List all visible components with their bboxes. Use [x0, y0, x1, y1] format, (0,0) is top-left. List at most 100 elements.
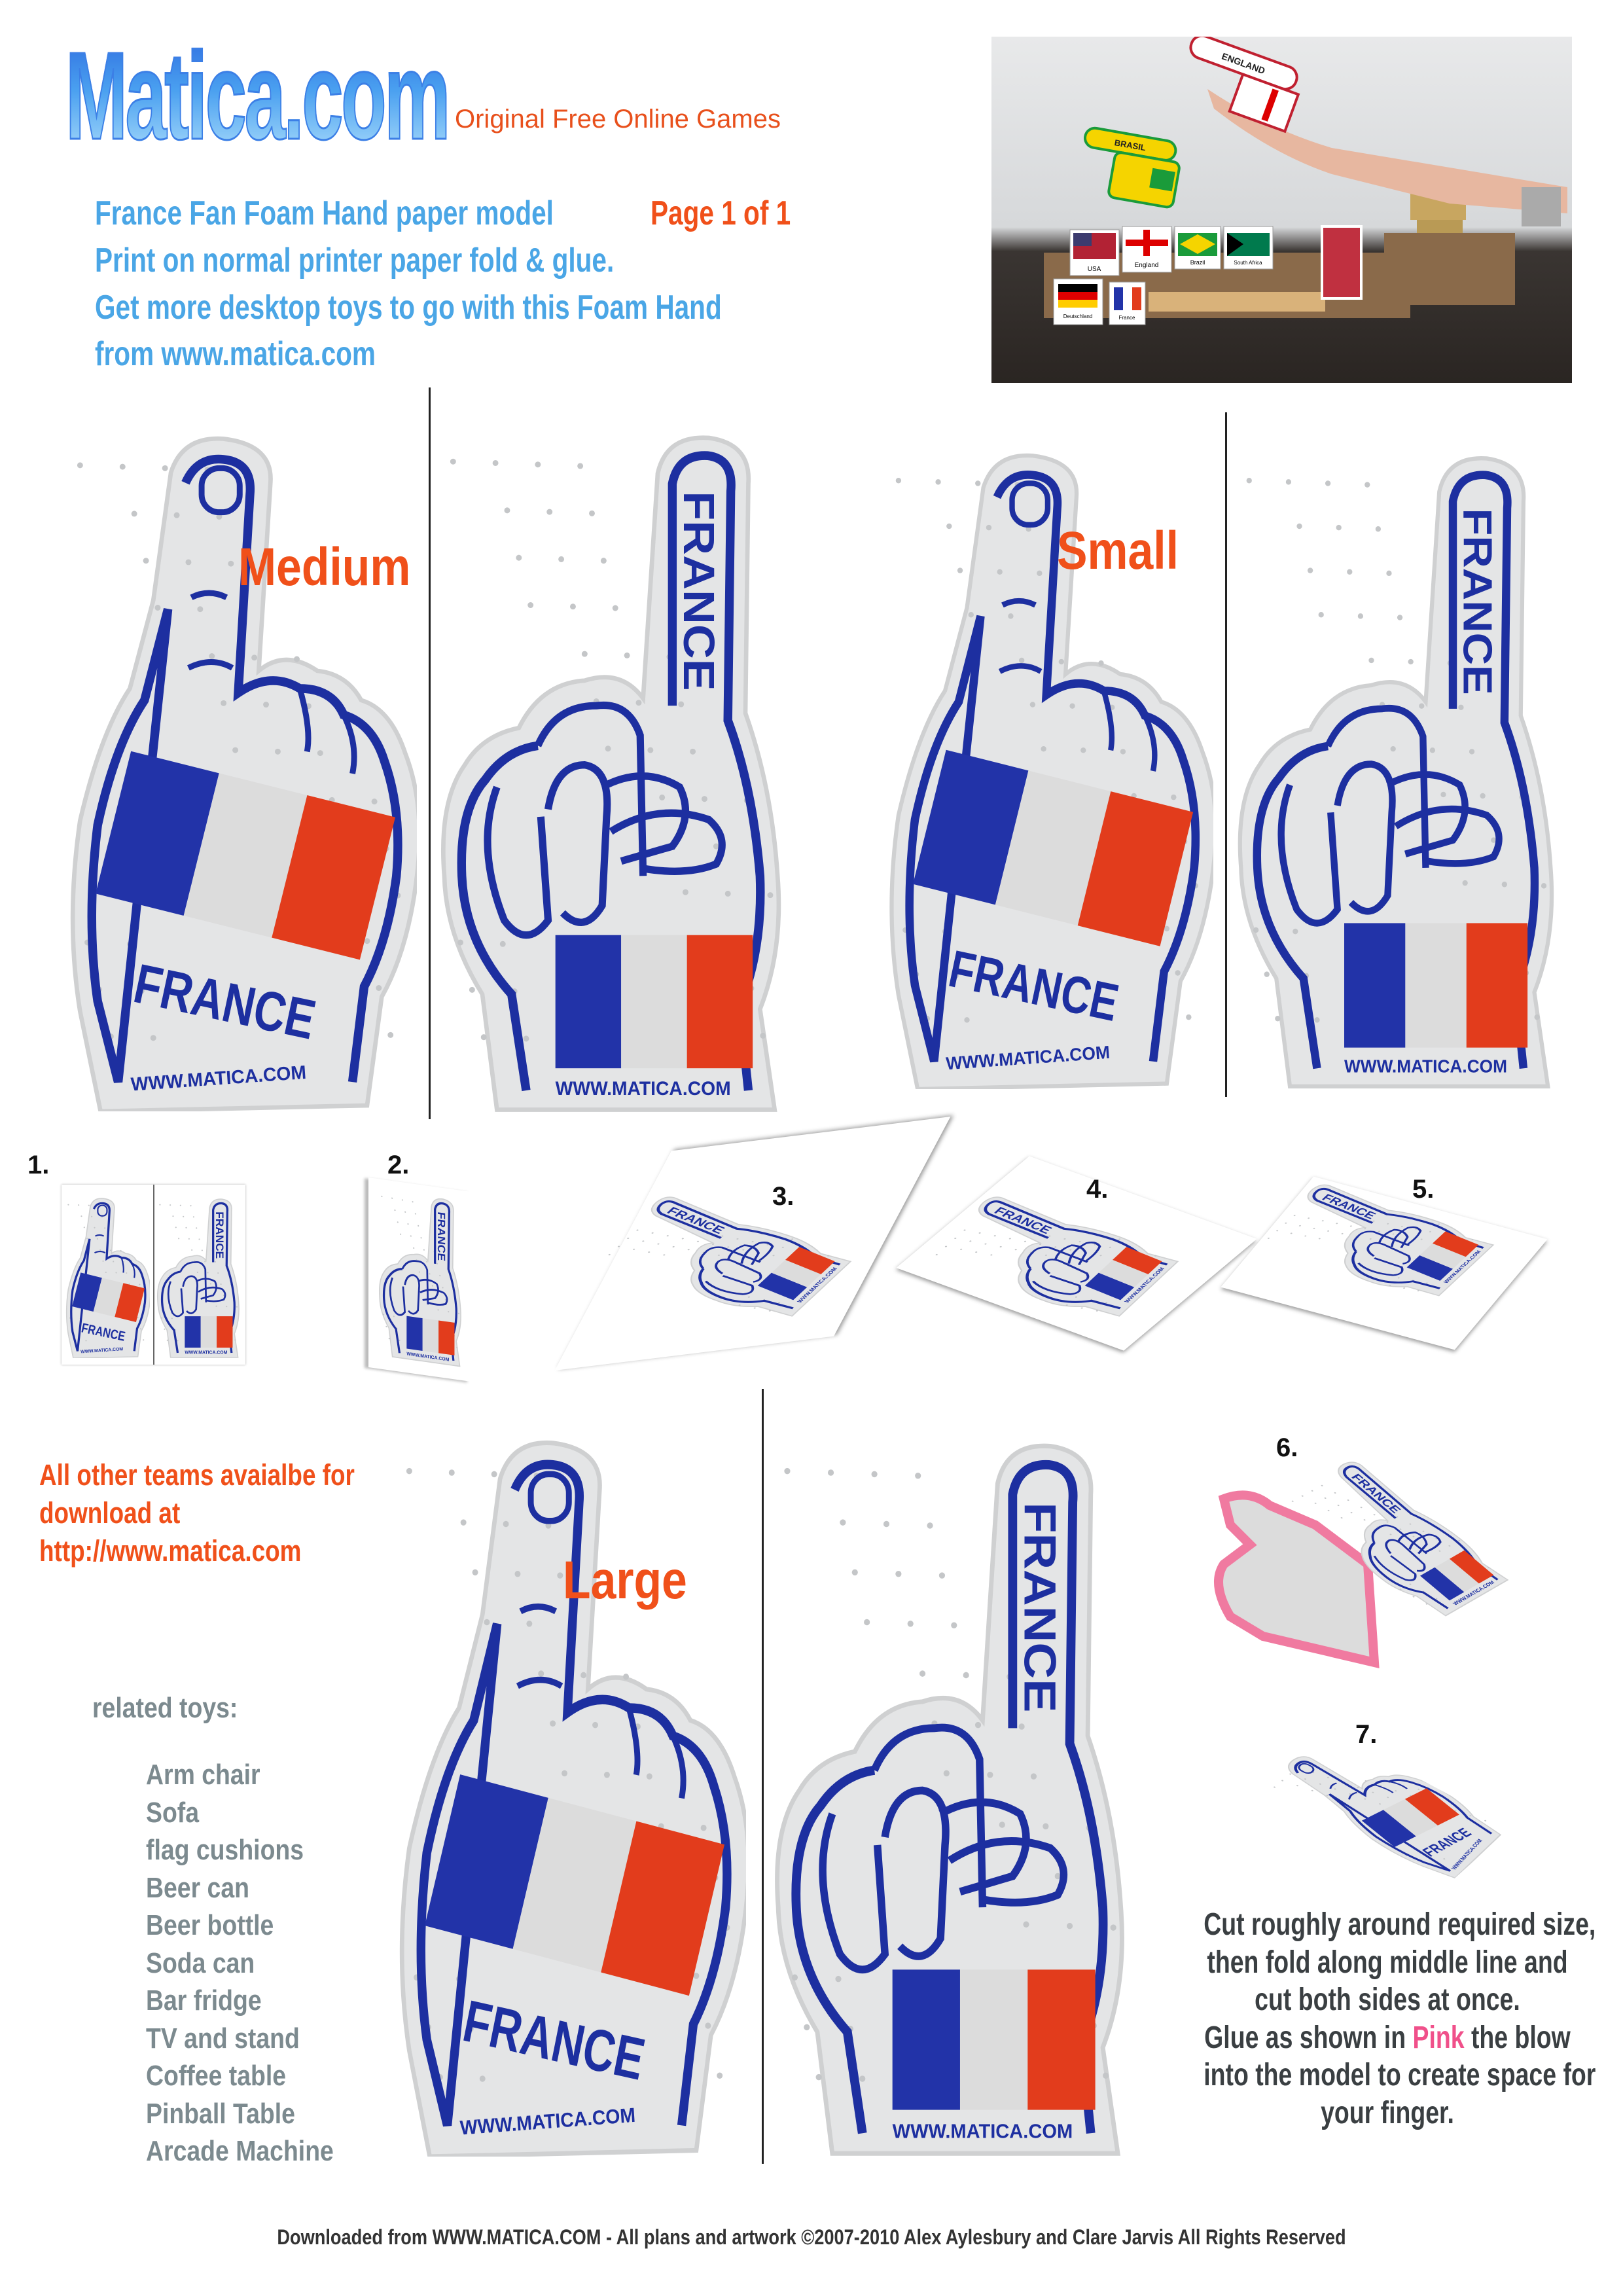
foam-speckle	[401, 1199, 403, 1201]
size-label-large: Large	[563, 1551, 687, 1610]
foam-speckle	[642, 1240, 645, 1242]
foam-speckle	[1334, 1788, 1336, 1790]
foam-speckle	[963, 1229, 966, 1231]
foam-speckle	[581, 651, 588, 657]
hand-team-name: FRANCE	[1015, 1502, 1066, 1712]
foam-speckle	[589, 510, 595, 516]
foam-speckle	[179, 1204, 181, 1206]
curled-fingers	[167, 1261, 217, 1318]
foam-speckle	[1425, 1603, 1428, 1605]
promo-link[interactable]: from www.matica.com	[95, 335, 376, 373]
small-hand-back: FRANCE WWW.MATICA.COM	[1236, 453, 1561, 1089]
foam-speckle	[429, 1273, 431, 1275]
hand-outline	[70, 1202, 147, 1352]
related-toy-item[interactable]: Arm chair	[146, 1759, 260, 1791]
foam-speckle	[1399, 1588, 1402, 1590]
step-7-number: 7.	[1355, 1720, 1378, 1749]
foam-speckle	[978, 1232, 981, 1234]
foam-speckle	[1409, 1523, 1412, 1525]
foam-speckle	[113, 1261, 115, 1263]
foam-speckle	[1337, 1504, 1340, 1507]
foam-speckle	[479, 2075, 486, 2082]
related-toy-item[interactable]: Beer can	[146, 1871, 250, 1904]
foam-speckle	[1412, 1535, 1415, 1537]
photo-label: USA	[1088, 266, 1101, 273]
foam-speckle	[1375, 526, 1382, 532]
foam-speckle	[1443, 1858, 1446, 1860]
flag-stripe-blue	[1361, 1810, 1416, 1848]
foam-speckle	[605, 745, 611, 752]
foam-hand-back-svg: FRANCE WWW.MATICA.COM	[935, 1196, 1179, 1317]
foam-speckle	[514, 1570, 521, 1577]
foam-speckle	[935, 1253, 938, 1255]
foam-speckle	[196, 1227, 198, 1229]
foam-speckle	[727, 1246, 730, 1248]
related-toy-item[interactable]: TV and stand	[146, 2022, 300, 2054]
foam-speckle	[1379, 1803, 1382, 1805]
foam-speckle	[88, 1204, 90, 1206]
foam-speckle	[1363, 1519, 1366, 1521]
foam-speckle	[217, 1272, 219, 1274]
download-link[interactable]: http://www.matica.com	[39, 1534, 302, 1568]
foam-speckle	[742, 1249, 745, 1251]
foam-speckle	[1023, 1921, 1029, 1928]
related-toy-item[interactable]: Sofa	[146, 1796, 200, 1829]
foam-speckle	[1171, 794, 1177, 800]
foam-speckle	[627, 1238, 630, 1240]
step-3-hand: FRANCE WWW.MATICA.COM	[598, 1185, 854, 1328]
knuckle-lines	[94, 1234, 106, 1254]
foam-speckle	[1314, 1502, 1317, 1504]
photo-scene: USA England Brazil South Africa Deutschl…	[1044, 37, 1567, 325]
related-toy-item[interactable]: Coffee table	[146, 2060, 287, 2092]
foam-speckle	[1458, 1539, 1461, 1541]
hand-url: WWW.MATICA.COM	[556, 1079, 731, 1100]
related-toy-item[interactable]: Bar fridge	[146, 1984, 262, 2017]
foam-speckle	[1281, 1780, 1284, 1782]
flag-stripe-blue	[555, 935, 622, 1069]
foam-speckle	[207, 1272, 209, 1274]
foam-speckle	[376, 985, 382, 992]
finger-lines	[296, 687, 357, 774]
foam-speckle	[426, 1261, 428, 1263]
curled-fingers	[484, 701, 689, 939]
step-1-hand-back: FRANCE WWW.MATICA.COM	[156, 1198, 241, 1358]
foam-speckle	[188, 1238, 190, 1240]
related-toy-item[interactable]: Pinball Table	[146, 2097, 295, 2130]
small-hand-front: FRANCE WWW.MATICA.COM	[885, 453, 1218, 1092]
related-toy-item[interactable]: Beer bottle	[146, 1909, 274, 1941]
foam-speckle	[1422, 1530, 1425, 1532]
hand-team-name: FRANCE	[435, 1211, 448, 1261]
foam-speckle	[1429, 1230, 1431, 1232]
step-1-fold-line	[153, 1185, 154, 1365]
foam-speckle	[236, 1306, 238, 1308]
related-toy-item[interactable]: Arcade Machine	[146, 2135, 334, 2167]
foam-speckle	[1307, 567, 1313, 573]
foam-speckle	[678, 701, 685, 708]
foam-speckle	[1327, 1509, 1330, 1511]
foam-speckle	[753, 1307, 756, 1309]
foam-speckle	[784, 1467, 791, 1475]
related-toy-item[interactable]: Soda can	[146, 1946, 255, 1979]
foam-speckle	[1069, 703, 1075, 709]
flag-stripe-red	[785, 1247, 835, 1274]
foam-speckle	[1387, 1797, 1389, 1799]
foam-body	[1287, 1756, 1502, 1879]
foam-speckle	[1069, 1249, 1072, 1251]
foam-speckle	[383, 1314, 385, 1316]
foam-speckle	[700, 1824, 707, 1831]
foam-speckle	[1080, 1307, 1083, 1309]
related-toy-item[interactable]: flag cushions	[146, 1834, 304, 1866]
matica-logo: Matica.com	[65, 27, 451, 166]
foam-speckle	[109, 1249, 111, 1251]
foam-speckle	[1065, 1304, 1068, 1306]
foam-speckle	[1400, 1225, 1403, 1227]
foam-speckle	[1291, 1500, 1294, 1502]
instruction-text: the blow	[1471, 2020, 1571, 2055]
foam-speckle	[115, 1272, 117, 1274]
thumb	[1067, 1242, 1101, 1264]
foam-speckle	[1480, 793, 1486, 799]
foam-speckle	[1289, 1773, 1292, 1775]
hand-url: WWW.MATICA.COM	[80, 1347, 124, 1354]
foam-speckle	[143, 1339, 145, 1341]
foam-speckle	[423, 1249, 425, 1251]
